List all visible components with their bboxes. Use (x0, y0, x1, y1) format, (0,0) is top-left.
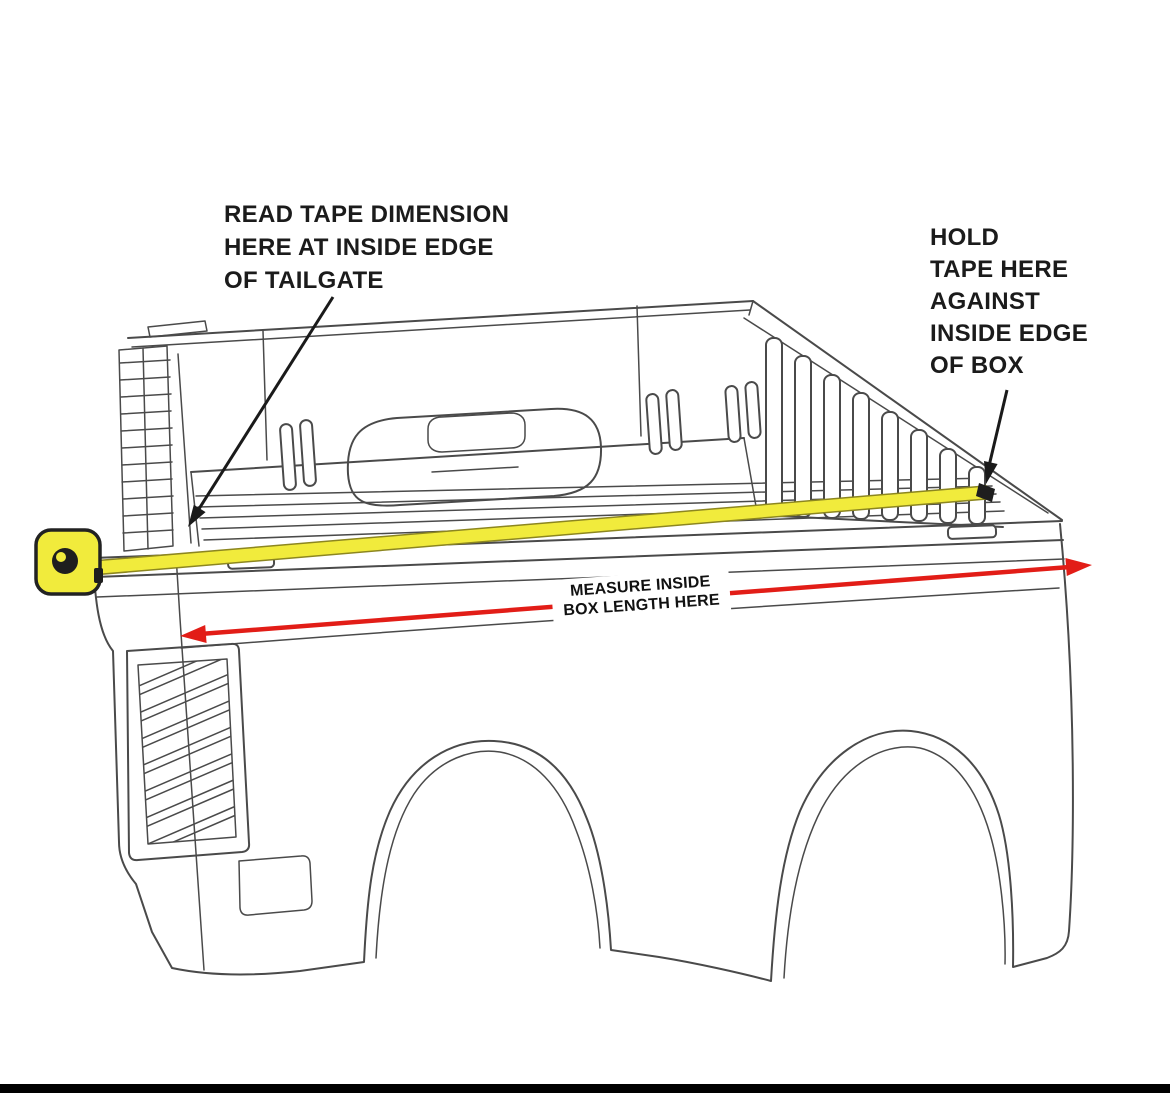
pointer-arrow-box (984, 389, 1009, 484)
bottom-border-bar (0, 1084, 1170, 1093)
taillight (126, 642, 313, 916)
annotation-read-tape-dimension: READ TAPE DIMENSION HERE AT INSIDE EDGE … (224, 201, 510, 294)
bed-silhouette (92, 523, 1074, 982)
pointer-arrow-tailgate (188, 296, 335, 527)
wheel-arches (375, 746, 1006, 979)
bulkhead-slats (765, 337, 986, 525)
truck-bed-line-art (92, 300, 1074, 982)
tape-band (91, 485, 987, 576)
tape-measure-icon (34, 483, 995, 596)
taillight-louvers (138, 659, 236, 844)
annotation-hold-tape-here: HOLD TAPE HERE AGAINST INSIDE EDGE OF BO… (930, 224, 1088, 379)
tape-hook (976, 483, 995, 502)
tailgate-grid (118, 345, 174, 552)
tie-down-cleats (279, 381, 762, 491)
wheel-hump (346, 407, 603, 507)
